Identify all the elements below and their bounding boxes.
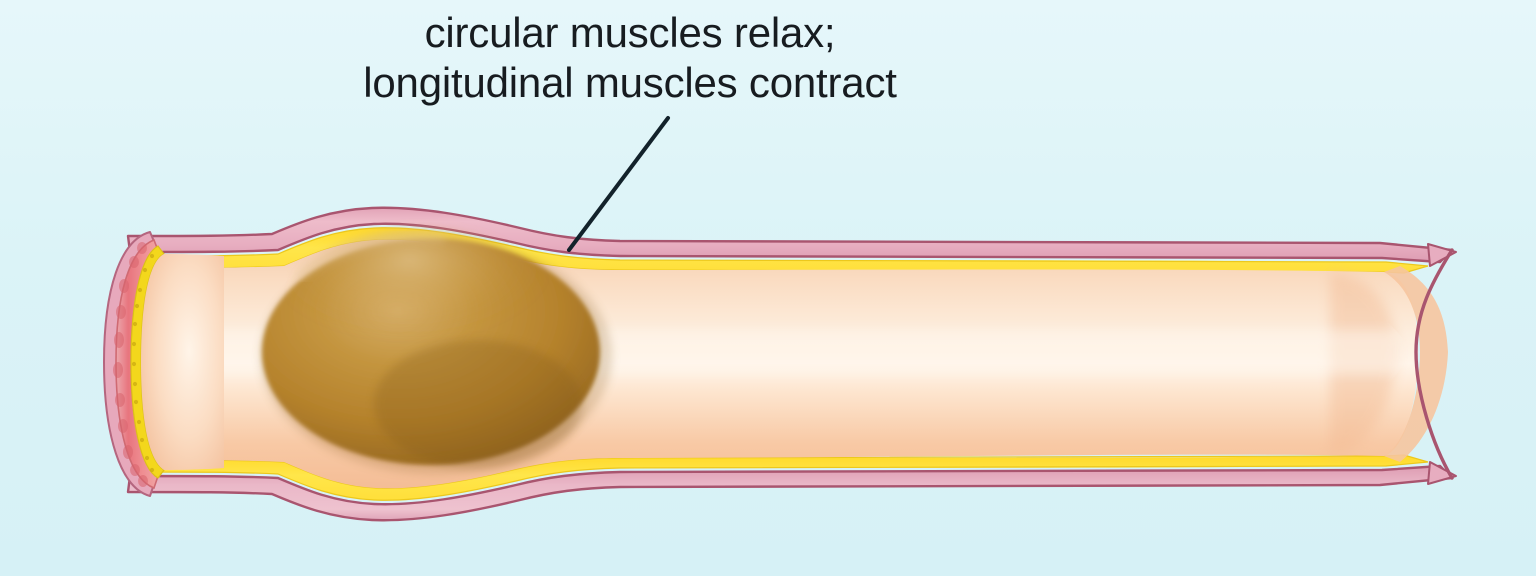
bolus — [260, 228, 612, 474]
leader-line — [567, 116, 670, 252]
torn-end-right — [1384, 243, 1457, 485]
circular-muscle-ring — [103, 231, 224, 497]
outer-muscle-wall-top — [126, 206, 1454, 264]
